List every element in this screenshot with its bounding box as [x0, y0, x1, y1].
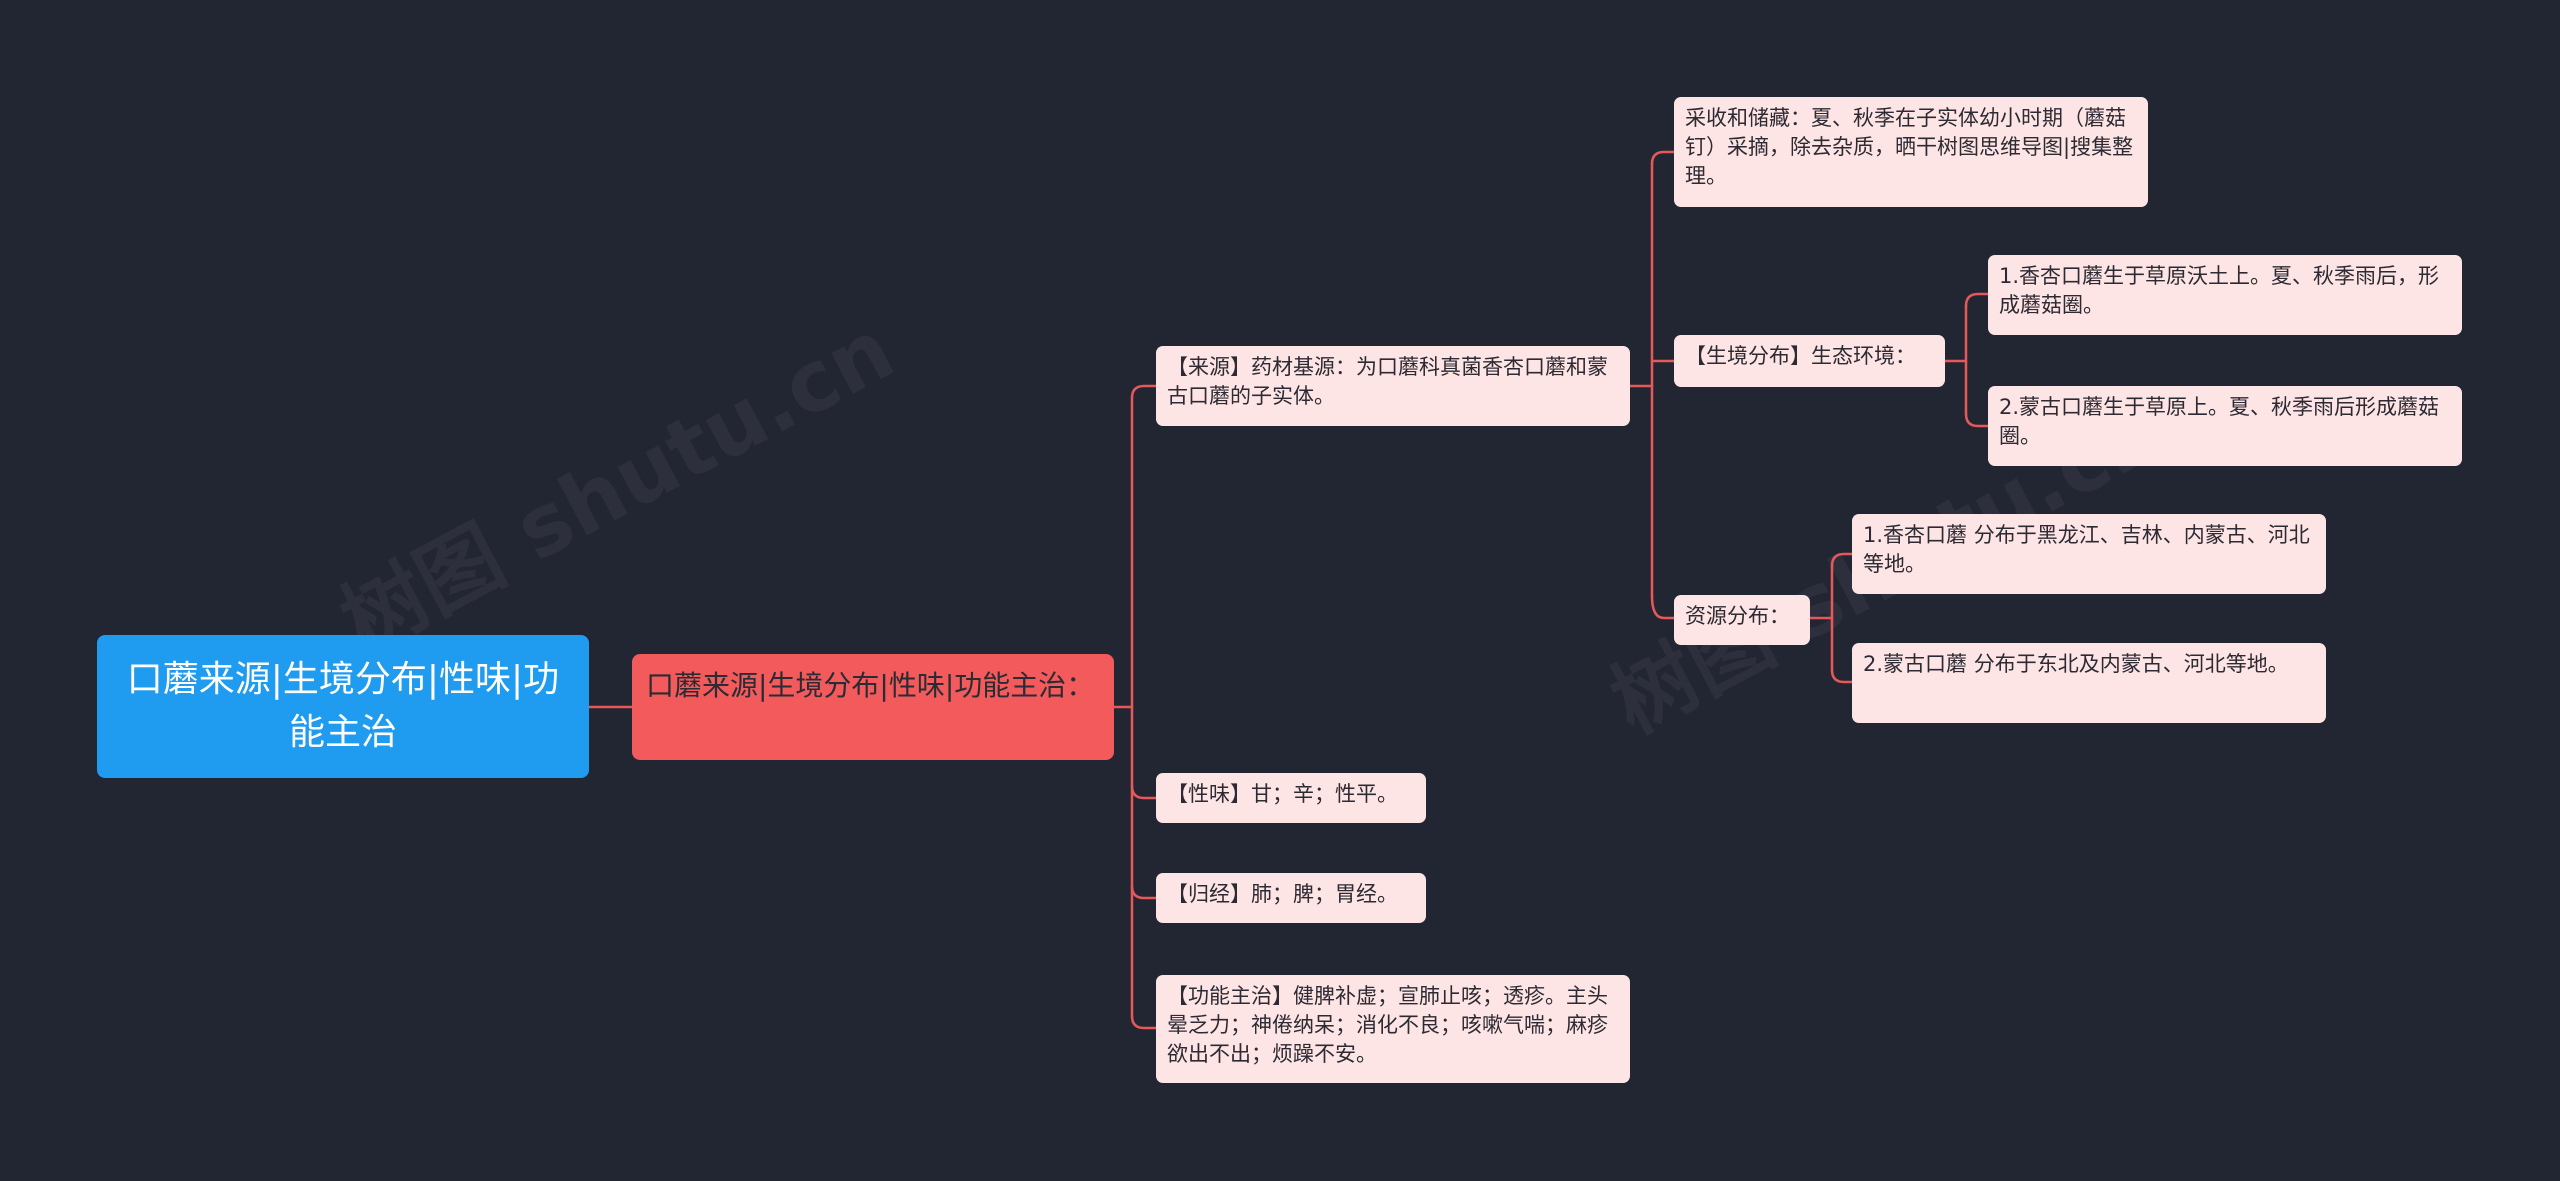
root-topic[interactable]: 口蘑来源|生境分布|性味|功能主治	[97, 635, 589, 778]
connector-resource-2	[1830, 668, 1854, 684]
connector-habitat-2	[1964, 412, 1990, 428]
connector-resource	[1650, 594, 1676, 620]
connector-habitat-1	[1964, 292, 1990, 308]
connector-harvest	[1650, 150, 1676, 166]
topic-resource[interactable]: 资源分布：	[1674, 595, 1810, 645]
connector-taste	[1130, 784, 1158, 800]
connector-function	[1130, 1014, 1158, 1030]
topic-source[interactable]: 【来源】药材基源：为口蘑科真菌香杏口蘑和蒙古口蘑的子实体。	[1156, 346, 1630, 426]
topic-taste[interactable]: 【性味】甘；辛；性平。	[1156, 773, 1426, 823]
connector-resource-1	[1830, 552, 1854, 568]
topic-harvest[interactable]: 采收和储藏：夏、秋季在子实体幼小时期（蘑菇钉）采摘，除去杂质，晒干树图思维导图|…	[1674, 97, 2148, 207]
connector-source	[1130, 384, 1158, 400]
topic-function[interactable]: 【功能主治】健脾补虚；宣肺止咳；透疹。主头晕乏力；神倦纳呆；消化不良；咳嗽气喘；…	[1156, 975, 1630, 1083]
topic-resource-2[interactable]: 2.蒙古口蘑 分布于东北及内蒙古、河北等地。	[1852, 643, 2326, 723]
topic-resource-1[interactable]: 1.香杏口蘑 分布于黑龙江、吉林、内蒙古、河北等地。	[1852, 514, 2326, 594]
topic-habitat-2[interactable]: 2.蒙古口蘑生于草原上。夏、秋季雨后形成蘑菇圈。	[1988, 386, 2462, 466]
connector-meridian	[1130, 884, 1158, 900]
topic-habitat[interactable]: 【生境分布】生态环境：	[1674, 335, 1945, 387]
topic-meridian[interactable]: 【归经】肺；脾；胃经。	[1156, 873, 1426, 923]
topic-habitat-1[interactable]: 1.香杏口蘑生于草原沃土上。夏、秋季雨后，形成蘑菇圈。	[1988, 255, 2462, 335]
main-branch-topic[interactable]: 口蘑来源|生境分布|性味|功能主治：	[632, 654, 1114, 760]
